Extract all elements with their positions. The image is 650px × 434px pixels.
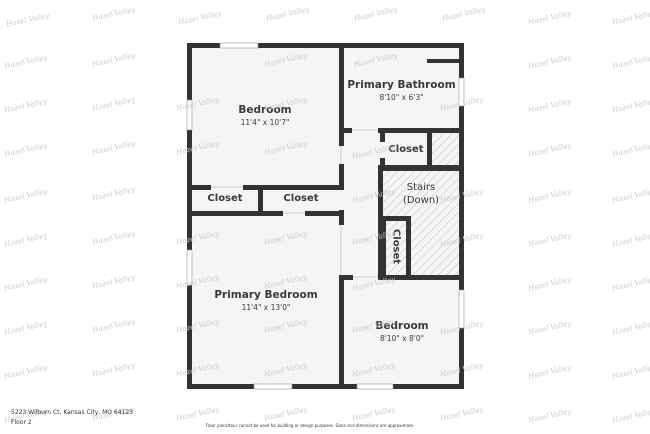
closet-vertical: Closet xyxy=(390,228,402,265)
stairs-line1: Stairs xyxy=(406,182,436,193)
room-bedroom-2: Bedroom 8'10" x 8'0" xyxy=(350,320,454,344)
closet-middle: Closet xyxy=(283,193,319,204)
disclaimer-text: Floor plans/tour cannot be used for buil… xyxy=(205,423,415,428)
room-bedroom-1: Bedroom 11'4" x 10'7" xyxy=(215,104,315,128)
room-primary-bathroom: Primary Bathroom 8'10" x 6'3" xyxy=(344,79,459,103)
room-name: Primary Bathroom xyxy=(347,79,456,91)
room-name: Primary Bedroom xyxy=(214,289,318,301)
stairs-label: Stairs (Down) xyxy=(384,181,458,207)
closet-upper-right: Closet xyxy=(388,144,424,155)
room-dimensions: 11'4" x 13'0" xyxy=(241,303,291,312)
room-dimensions: 8'10" x 6'3" xyxy=(379,93,424,102)
stairs-line2: (Down) xyxy=(402,195,440,206)
address-text: 5223 Wilburn Ct, Kansas City, MO 64123 xyxy=(11,409,133,416)
room-dimensions: 8'10" x 8'0" xyxy=(379,334,425,343)
stairs-area xyxy=(381,171,459,278)
walls xyxy=(187,43,464,389)
closet-left: Closet xyxy=(207,193,243,204)
room-dimensions: 11'4" x 10'7" xyxy=(240,118,290,127)
room-name: Bedroom xyxy=(238,104,292,116)
stairs-upper-hatch xyxy=(431,134,459,167)
door-openings xyxy=(211,129,378,278)
room-primary-bedroom: Primary Bedroom 11'4" x 13'0" xyxy=(196,289,336,313)
windows xyxy=(186,42,465,390)
floor-label: Floor 2 xyxy=(11,419,32,426)
room-name: Bedroom xyxy=(375,320,429,332)
